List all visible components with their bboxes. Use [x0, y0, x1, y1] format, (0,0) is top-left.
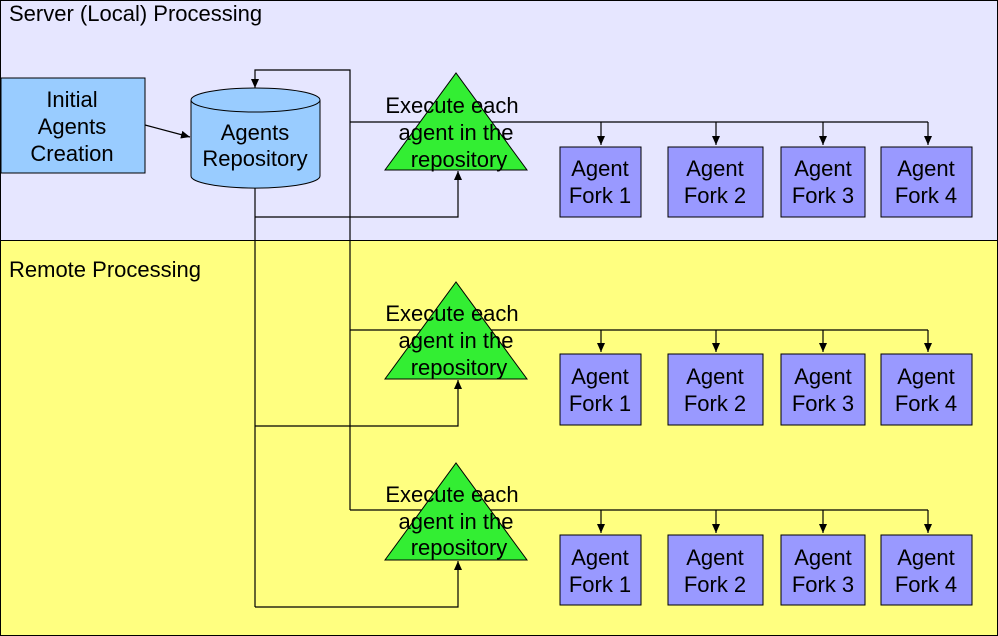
- fork-group-remote-1: Agent Fork 1 Agent Fork 2 Agent Fork 3 A…: [559, 353, 973, 426]
- fork-label-line-1: Agent: [686, 156, 744, 181]
- fork-label-line-1: Agent: [897, 364, 955, 389]
- fork-label-line-1: Agent: [794, 156, 852, 181]
- execute-line-3: repository: [411, 535, 508, 560]
- execute-triangle: Execute each agent in the repository: [384, 462, 528, 561]
- agent-fork-box: Agent Fork 3: [780, 146, 866, 218]
- fork-label-line-1: Agent: [686, 364, 744, 389]
- fork-label-line-1: Agent: [794, 364, 852, 389]
- server-region-label: Server (Local) Processing: [9, 1, 262, 26]
- repository-line-2: Repository: [202, 146, 307, 171]
- initial-box-line-2: Agents: [38, 114, 107, 139]
- fork-label-line-2: Fork 1: [569, 391, 631, 416]
- execute-line-3: repository: [411, 355, 508, 380]
- remote-region-label: Remote Processing: [9, 257, 201, 282]
- fork-label-line-1: Agent: [571, 364, 629, 389]
- fork-label-line-1: Agent: [686, 545, 744, 570]
- fork-label-line-1: Agent: [897, 156, 955, 181]
- fork-label-line-2: Fork 1: [569, 183, 631, 208]
- agent-fork-box: Agent Fork 2: [667, 534, 764, 606]
- execute-line-1: Execute each: [385, 93, 518, 118]
- execute-triangle: Execute each agent in the repository: [384, 281, 528, 380]
- fork-label-line-2: Fork 2: [684, 183, 746, 208]
- agent-fork-box: Agent Fork 4: [880, 534, 973, 606]
- execute-line-2: agent in the: [399, 120, 514, 145]
- agent-fork-box: Agent Fork 1: [559, 353, 642, 426]
- fork-label-line-2: Fork 4: [895, 183, 957, 208]
- fork-label-line-2: Fork 3: [792, 391, 854, 416]
- fork-label-line-2: Fork 2: [684, 572, 746, 597]
- agent-fork-box: Agent Fork 1: [559, 146, 642, 218]
- initial-box-line-1: Initial: [46, 87, 97, 112]
- fork-label-line-2: Fork 3: [792, 183, 854, 208]
- fork-label-line-2: Fork 4: [895, 572, 957, 597]
- fork-group-server: Agent Fork 1 Agent Fork 2 Agent Fork 3 A…: [559, 146, 973, 218]
- execute-line-1: Execute each: [385, 301, 518, 326]
- agent-fork-box: Agent Fork 2: [667, 353, 764, 426]
- fork-label-line-1: Agent: [571, 545, 629, 570]
- execute-triangle: Execute each agent in the repository: [384, 72, 528, 172]
- fork-group-remote-2: Agent Fork 1 Agent Fork 2 Agent Fork 3 A…: [559, 534, 973, 606]
- agent-fork-box: Agent Fork 1: [559, 534, 642, 606]
- execute-line-3: repository: [411, 147, 508, 172]
- agent-fork-box: Agent Fork 4: [880, 146, 973, 218]
- connector-lines: [144, 69, 932, 608]
- initial-agents-creation-box: Initial Agents Creation: [0, 77, 146, 174]
- repository-line-1: Agents: [221, 120, 290, 145]
- execute-line-2: agent in the: [399, 509, 514, 534]
- fork-label-line-1: Agent: [794, 545, 852, 570]
- fork-label-line-2: Fork 2: [684, 391, 746, 416]
- agent-fork-box: Agent Fork 2: [667, 146, 764, 218]
- fork-label-line-1: Agent: [571, 156, 629, 181]
- fork-label-line-2: Fork 1: [569, 572, 631, 597]
- initial-box-line-3: Creation: [30, 141, 113, 166]
- agent-fork-box: Agent Fork 3: [780, 353, 866, 426]
- execute-line-1: Execute each: [385, 482, 518, 507]
- agents-repository-cylinder: Agents Repository: [190, 87, 321, 189]
- agent-fork-box: Agent Fork 3: [780, 534, 866, 606]
- fork-label-line-2: Fork 4: [895, 391, 957, 416]
- fork-label-line-2: Fork 3: [792, 572, 854, 597]
- execute-line-2: agent in the: [399, 328, 514, 353]
- fork-label-line-1: Agent: [897, 545, 955, 570]
- agent-fork-box: Agent Fork 4: [880, 353, 973, 426]
